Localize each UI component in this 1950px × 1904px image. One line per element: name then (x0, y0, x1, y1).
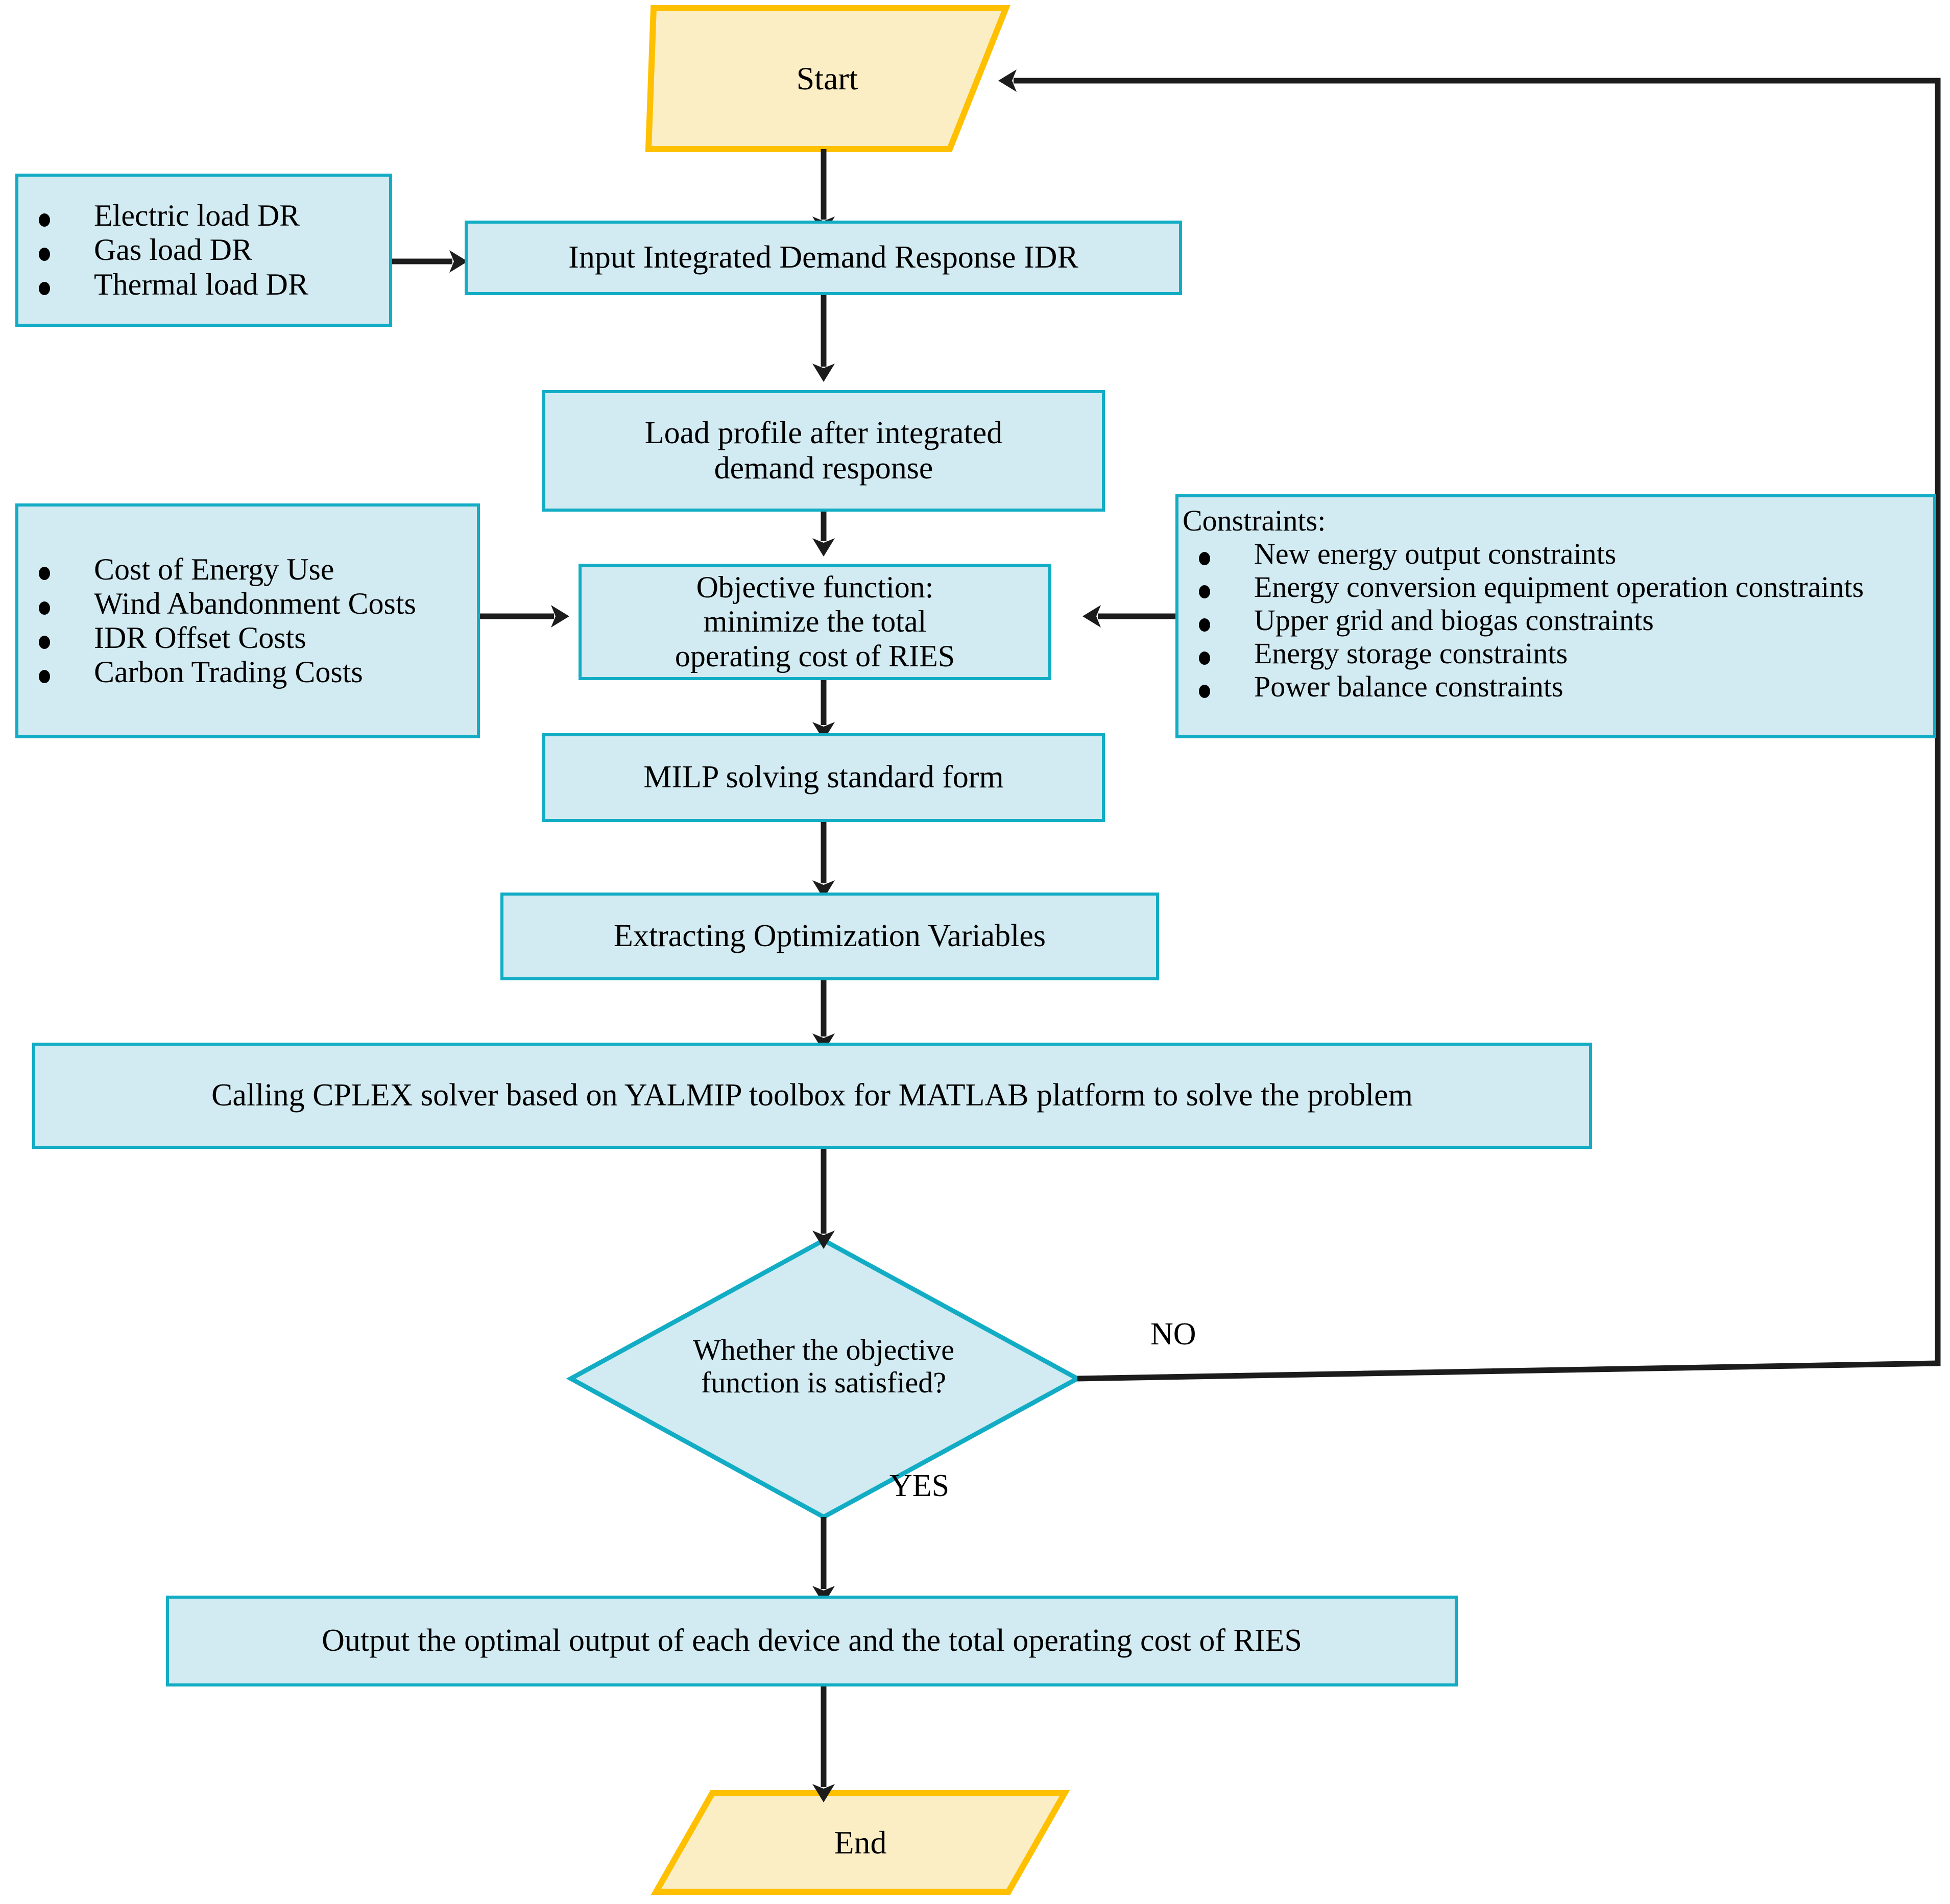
objective-line3: operating cost of RIES (675, 639, 955, 673)
extract-variables-box: Extracting Optimization Variables (500, 893, 1159, 980)
edge-label-yes: YES (889, 1468, 950, 1503)
constraints-box: Constraints: New energy output constrain… (1175, 494, 1936, 738)
list-item: Cost of Energy Use (18, 552, 477, 587)
end-terminator-label: End (834, 1824, 887, 1861)
cplex-solver-box: Calling CPLEX solver based on YALMIP too… (32, 1043, 1592, 1149)
decision-line1: Whether the objective (692, 1333, 955, 1366)
constraints-list: New energy output constraints Energy con… (1178, 537, 1933, 704)
list-item: Energy conversion equipment operation co… (1178, 570, 1933, 604)
list-item: Wind Abandonment Costs (18, 587, 477, 621)
input-idr-box: Input Integrated Demand Response IDR (465, 221, 1182, 295)
load-profile-line1: Load profile after integrated (644, 415, 1003, 450)
dr-inputs-list: Electric load DR Gas load DR Thermal loa… (18, 199, 389, 302)
load-profile-box: Load profile after integrated demand res… (542, 390, 1105, 512)
objective-function-box: Objective function: minimize the total o… (579, 564, 1051, 680)
decision-line2: function is satisfied? (701, 1365, 946, 1399)
load-profile-line2: demand response (714, 451, 933, 486)
constraints-title: Constraints: (1183, 504, 1326, 537)
list-item: New energy output constraints (1178, 537, 1933, 571)
edge-label-no: NO (1150, 1317, 1196, 1352)
start-terminator-label: Start (796, 60, 858, 97)
start-terminator-shape (645, 5, 1010, 152)
list-item: Thermal load DR (18, 268, 389, 302)
decision-label: Whether the objective function is satisf… (619, 1334, 1028, 1399)
cost-components-list: Cost of Energy Use Wind Abandonment Cost… (18, 552, 477, 690)
list-item: Power balance constraints (1178, 670, 1933, 704)
list-item: Gas load DR (18, 233, 389, 267)
list-item: Electric load DR (18, 199, 389, 233)
end-terminator-shape (651, 1790, 1070, 1895)
objective-line2: minimize the total (703, 605, 927, 639)
list-item: Energy storage constraints (1178, 637, 1933, 670)
objective-line1: Objective function: (696, 570, 934, 605)
dr-inputs-box: Electric load DR Gas load DR Thermal loa… (15, 174, 392, 327)
connector-decision-no-feedback-loop (998, 69, 1941, 1382)
list-item: Carbon Trading Costs (18, 655, 477, 689)
cost-components-box: Cost of Energy Use Wind Abandonment Cost… (15, 503, 480, 738)
milp-standard-form-box: MILP solving standard form (542, 733, 1105, 822)
list-item: Upper grid and biogas constraints (1178, 604, 1933, 637)
output-results-box: Output the optimal output of each device… (166, 1596, 1458, 1686)
list-item: IDR Offset Costs (18, 621, 477, 655)
